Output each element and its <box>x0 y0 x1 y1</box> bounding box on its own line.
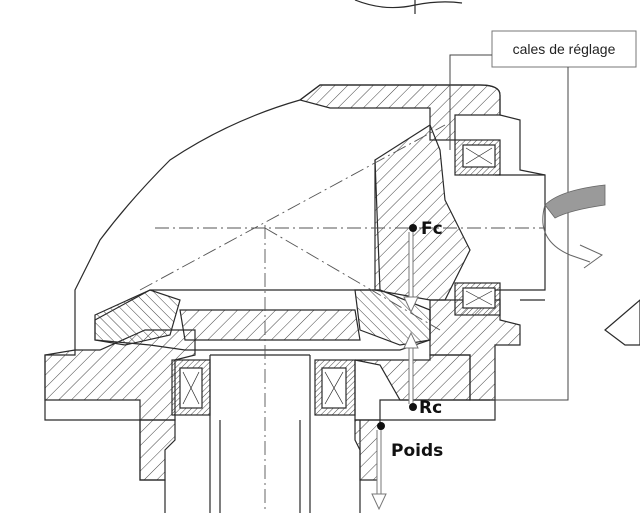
pitch-cone-line-b <box>264 227 441 331</box>
rc-point-icon <box>409 403 417 411</box>
shaft-inner-edges <box>219 420 301 513</box>
top-shaft-edge <box>354 0 463 9</box>
callout-box <box>491 30 637 68</box>
crown-wheel-hub <box>179 309 361 341</box>
input-shaft <box>495 174 546 291</box>
weight-point-icon <box>377 422 385 430</box>
housing-top-wall <box>298 84 501 141</box>
pinion-body <box>374 124 471 301</box>
callout: cales de réglage <box>449 30 637 401</box>
lower-body-left-hatch <box>139 419 176 481</box>
flange-bottom-edge <box>44 400 140 421</box>
callout-leader-upper <box>449 54 492 150</box>
pinion-face <box>374 159 381 291</box>
left-bearing-cross <box>182 371 200 405</box>
housing-left-flange <box>44 329 196 421</box>
lower-body-right-hatch <box>354 419 381 481</box>
weight-arrow-head <box>371 493 387 511</box>
fc-label: Fc <box>421 219 443 239</box>
rc-label: Rc <box>419 398 442 418</box>
rc-arrow-head <box>403 331 419 349</box>
lower-bearing-cross <box>465 290 493 306</box>
crown-wheel-teeth-left <box>94 289 181 346</box>
pitch-cone-line-a <box>139 124 446 291</box>
callout-label: cales de réglage <box>513 41 616 57</box>
upper-bearing-cross <box>465 147 493 165</box>
weight-label: Poids <box>391 441 443 461</box>
rotation-arrow-icon <box>542 184 606 269</box>
adjacent-gear-fragment <box>604 299 640 346</box>
force-arrows <box>371 232 419 511</box>
fc-point-icon <box>409 224 417 232</box>
fc-arrow-head <box>403 296 419 314</box>
callout-leader-lower <box>490 67 569 401</box>
right-bearing-cross <box>324 371 344 405</box>
